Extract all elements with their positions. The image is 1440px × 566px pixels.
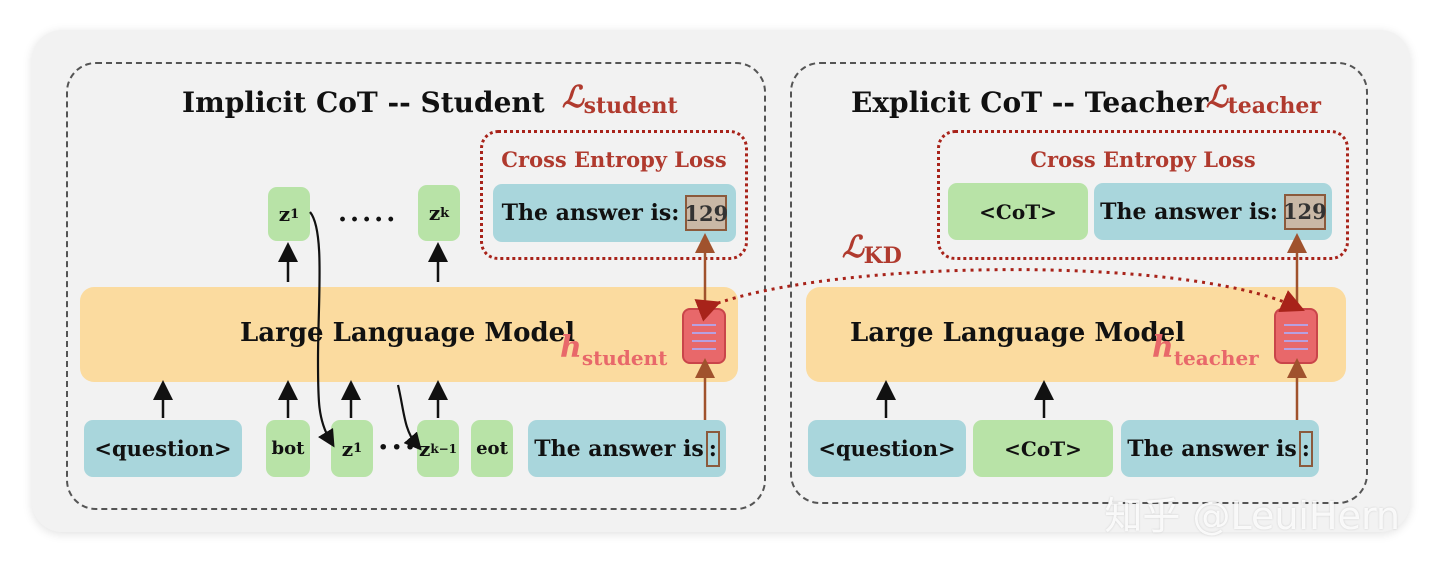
student-llm-label: Large Language Model bbox=[240, 318, 576, 348]
kd-loss-label: ℒKD bbox=[842, 230, 902, 269]
teacher-question-input: <question> bbox=[808, 420, 966, 477]
student-title: Implicit CoT -- Student bbox=[182, 86, 545, 119]
student-loss-label: ℒstudent bbox=[562, 80, 678, 119]
student-answer-output: The answer is: 129 bbox=[493, 184, 736, 242]
teacher-cot-input: <CoT> bbox=[973, 420, 1113, 477]
student-llm bbox=[80, 287, 738, 382]
student-answer-input: The answer is : bbox=[528, 420, 726, 477]
answer-value-box: 129 bbox=[684, 195, 728, 231]
recurrent-arrow bbox=[309, 211, 335, 448]
answer-label: The answer is: bbox=[501, 200, 680, 226]
student-h-label: hstudent bbox=[560, 330, 668, 370]
teacher-loss-label: ℒteacher bbox=[1206, 80, 1322, 119]
teacher-cot-output: <CoT> bbox=[948, 183, 1088, 240]
teacher-ce-box: Cross Entropy Loss bbox=[937, 130, 1349, 260]
watermark: 知乎 @LeuiHern bbox=[1104, 494, 1400, 538]
student-question-input: <question> bbox=[84, 420, 242, 477]
teacher-llm-label: Large Language Model bbox=[850, 318, 1186, 348]
teacher-title: Explicit CoT -- Teacher bbox=[851, 86, 1209, 119]
answer-label: The answer is: bbox=[1100, 198, 1278, 225]
answer-value-box: 129 bbox=[1283, 193, 1327, 230]
student-eot-token: eot bbox=[471, 420, 513, 477]
answer-colon-box: : bbox=[1298, 430, 1313, 467]
teacher-ce-title: Cross Entropy Loss bbox=[1030, 147, 1256, 172]
student-output-dots: ..... bbox=[338, 198, 399, 228]
student-bot-token: bot bbox=[266, 420, 310, 477]
teacher-answer-input: The answer is : bbox=[1121, 420, 1319, 477]
kd-arrow bbox=[694, 268, 1305, 322]
student-panel bbox=[66, 62, 766, 510]
teacher-answer-output: The answer is: 129 bbox=[1094, 183, 1332, 240]
answer-colon-box: : bbox=[705, 430, 720, 467]
student-ce-title: Cross Entropy Loss bbox=[501, 147, 727, 172]
student-ce-box: Cross Entropy Loss bbox=[480, 130, 748, 260]
recurrent-arrow bbox=[396, 384, 422, 451]
teacher-h-label: hteacher bbox=[1152, 330, 1259, 370]
teacher-panel bbox=[790, 62, 1368, 504]
